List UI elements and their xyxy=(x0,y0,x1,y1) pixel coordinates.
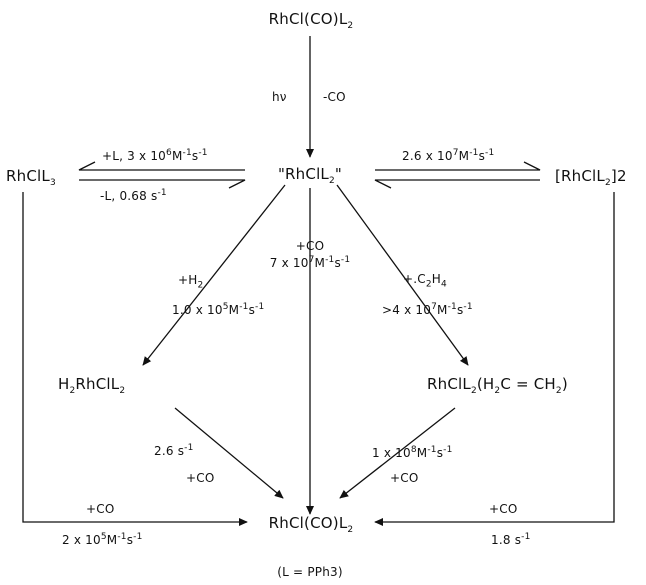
label-left-co-rate: 2 x 105M-1s-1 xyxy=(62,532,143,548)
label-h2-complex-rate: 2.6 s-1 xyxy=(154,443,194,459)
label-plus-co-center: +CO xyxy=(295,239,325,253)
label-h2-rate: 1.0 x 105M-1s-1 xyxy=(172,302,265,318)
label-plus-co-left: +CO xyxy=(86,502,115,516)
label-plus-l-rate: +L, 3 x 106M-1s-1 xyxy=(102,148,208,164)
label-plus-co-ethylene: +CO xyxy=(390,471,419,485)
label-plus-co-right: +CO xyxy=(489,502,518,516)
label-minus-co: -CO xyxy=(323,90,346,104)
label-plus-h2: +H2 xyxy=(178,273,204,291)
dimer-co-arrow xyxy=(374,192,615,527)
label-hv: hν xyxy=(272,90,287,104)
ethylene-addition-arrow xyxy=(336,184,469,366)
species-ethylene-complex: RhClL2(H2C = CH2) xyxy=(427,375,568,396)
species-product: RhCl(CO)L2 xyxy=(268,514,354,535)
label-dimer-rate: 2.6 x 107M-1s-1 xyxy=(402,148,495,164)
h2-addition-arrow xyxy=(142,184,286,366)
dimer-dissociation-arrow xyxy=(374,179,540,189)
species-rhcll3: RhClL3 xyxy=(6,167,56,188)
label-c2h4-rate: >4 x 107M-1s-1 xyxy=(382,302,473,318)
label-plus-co-h2: +CO xyxy=(186,471,215,485)
rhcll3-co-arrow xyxy=(22,192,248,527)
dimerization-arrow xyxy=(375,161,541,171)
species-rhcl-co-l2: RhCl(CO)L2 xyxy=(268,10,354,31)
label-minus-l-rate: -L, 0.68 s-1 xyxy=(100,188,167,204)
label-plus-c2h4: +.C2H4 xyxy=(403,272,447,290)
h2-complex-co-arrow xyxy=(174,407,284,499)
species-rhcll2: "RhClL2" xyxy=(277,165,343,186)
ligand-addition-arrow xyxy=(78,161,245,171)
ligand-loss-arrow xyxy=(79,179,246,189)
label-ethylene-complex-rate: 1 x 108M-1s-1 xyxy=(372,445,453,461)
ligand-definition: (L = PPh3) xyxy=(277,565,343,579)
species-h2-rhcll2: H2RhClL2 xyxy=(58,375,126,396)
ethylene-complex-co-arrow xyxy=(339,407,456,499)
label-co-rate: 7 x 107M-1s-1 xyxy=(269,255,351,271)
label-right-co-rate: 1.8 s-1 xyxy=(491,532,531,548)
species-rhcll2-dimer: [RhClL2]2 xyxy=(555,167,627,188)
